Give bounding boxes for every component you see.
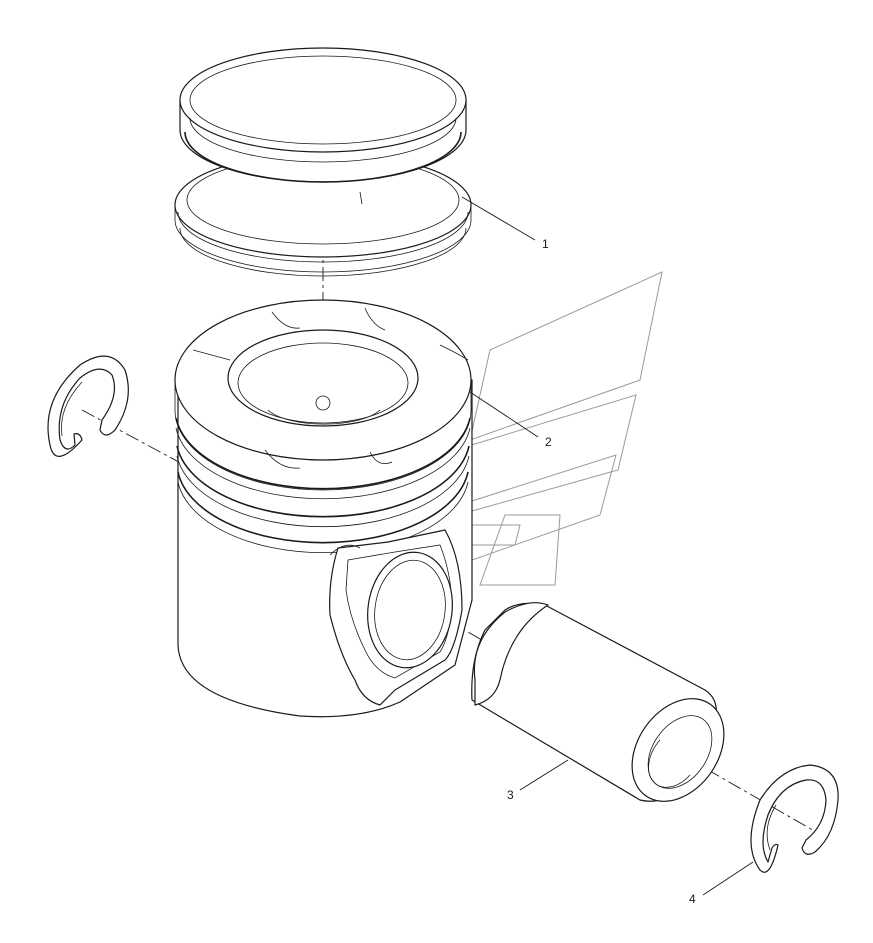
piston-pin <box>471 602 725 802</box>
callout-labels: 1 2 3 4 <box>507 237 696 906</box>
callout-4: 4 <box>689 892 696 906</box>
callout-1: 1 <box>542 237 549 251</box>
piston-ring-set <box>174 47 472 277</box>
piston <box>174 299 473 718</box>
snap-ring-right <box>750 764 839 873</box>
callout-2: 2 <box>545 435 552 449</box>
snap-ring-left <box>47 355 129 457</box>
callout-3: 3 <box>507 788 514 802</box>
callout-leaders <box>461 196 754 896</box>
